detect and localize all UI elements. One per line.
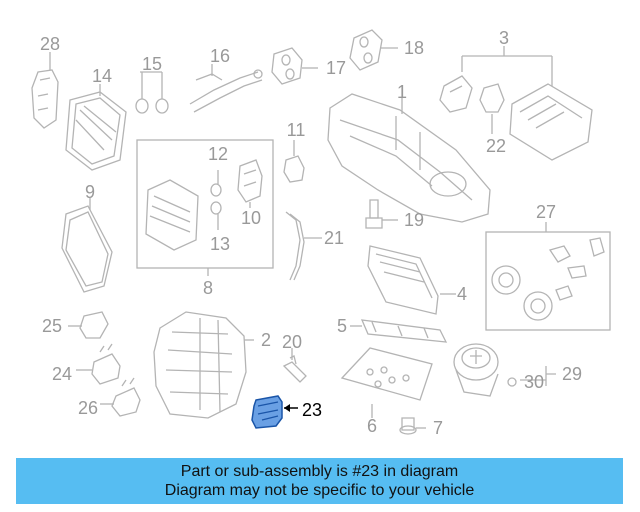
part-18-gasket [349,29,398,71]
callout-9: 9 [85,182,95,202]
part-20-sensor [282,348,307,383]
caption-banner: Part or sub-assembly is #23 in diagram D… [16,458,623,504]
callout-20: 20 [282,332,302,352]
part-5-bracket [350,319,448,343]
callout-26: 26 [78,398,98,418]
part-3-flap-housing [509,83,593,161]
callout-24: 24 [52,364,72,384]
part-4-filter [367,245,456,315]
callout-21: 21 [324,228,344,248]
part-28-bracket [31,52,59,129]
part-11-connector [283,140,305,183]
part-12-13-orings [210,170,222,230]
part-24-resistor [76,343,121,385]
callout-19: 19 [404,210,424,230]
part-21-hose [285,211,322,281]
callout-18: 18 [404,38,424,58]
callout-23: 23 [302,400,322,420]
part-9-filter [61,198,113,293]
part-10-valve [237,159,263,208]
parts-diagram: 2814151617183122111210139819212742525202… [31,28,611,438]
part-3-actuator [439,75,473,113]
part-15-clips [135,71,169,114]
part-22-actuator [479,83,505,134]
part-25-clip [68,311,109,339]
part-19-bolt [365,199,398,229]
callout-15: 15 [142,54,162,74]
part-14-filter [65,84,127,171]
callout-6: 6 [367,416,377,436]
part-27-box [485,222,611,331]
callout-10: 10 [241,208,261,228]
part-26-connector [100,377,141,417]
callout-29: 29 [562,364,582,384]
part-16-pipe [189,64,263,113]
callout-4: 4 [457,284,467,304]
callout-1: 1 [397,82,407,102]
callout-3: 3 [499,28,509,48]
caption-line-1: Part or sub-assembly is #23 in diagram [180,463,459,480]
callout-25: 25 [42,316,62,336]
callout-13: 13 [210,234,230,254]
part-6-tray [340,347,433,418]
part-8-evaporator [145,179,199,251]
callout-2: 2 [261,330,271,350]
part-23-highlighted[interactable] [251,395,298,429]
part-8-box [136,139,274,276]
callout-8: 8 [203,278,213,298]
part-7-bolt [399,417,426,435]
caption-line-2: Diagram may not be specific to your vehi… [164,482,475,499]
callout-5: 5 [337,316,347,336]
callout-17: 17 [326,58,346,78]
part-2-housing [153,311,254,419]
callout-28: 28 [40,34,60,54]
callout-12: 12 [208,144,228,164]
callout-27: 27 [536,202,556,222]
part-3-leader [461,46,553,86]
callout-11: 11 [287,120,306,140]
callout-7: 7 [433,418,443,438]
callout-30: 30 [524,372,544,392]
callout-22: 22 [486,136,506,156]
callout-14: 14 [92,66,112,86]
part-1-housing [327,86,491,223]
callout-16: 16 [210,46,230,66]
part-29-blower [453,343,556,397]
part-17-gasket [271,47,318,85]
